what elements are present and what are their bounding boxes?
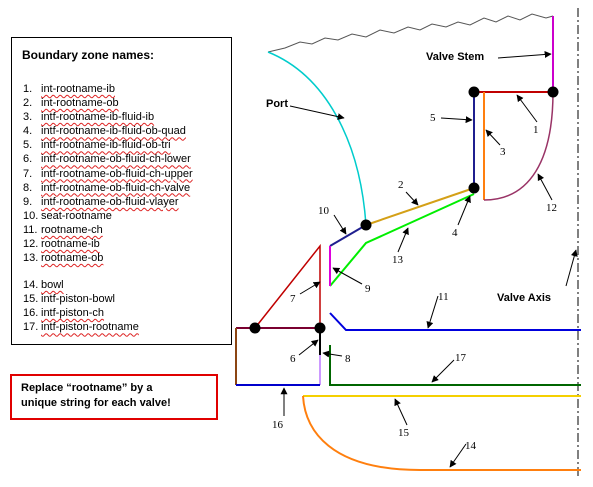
leader-17 [431,359,455,383]
leader-1 [516,94,538,123]
zone-number-13: 13 [392,254,404,266]
zone-number-7: 7 [290,293,296,305]
zone-2-boundary [365,187,475,226]
leader-8 [322,350,343,358]
leader-12 [537,173,553,201]
zone-number-8: 8 [345,353,351,365]
leader-valve-axis [565,249,578,287]
zone-number-17: 17 [455,352,467,364]
valve-stem-label: Valve Stem [426,51,484,63]
zone-14-boundary [302,395,581,471]
leader-13 [397,227,409,253]
zone-number-6: 6 [290,353,296,365]
zone-17-boundary [329,345,581,386]
legend-item: 10.seat-rootname [23,209,112,222]
zone-number-5: 5 [430,112,436,124]
zone-number-16: 16 [272,419,284,431]
legend-item: 11.rootname-ch [23,223,103,236]
legend-list-group1: 1.int-rootname-ib 2.int-rootname-ob 3.in… [23,82,193,265]
junction-node [547,86,559,98]
legend-item: 12.rootname-ib [23,238,100,251]
legend-item: 16.intf-piston-ch [23,307,104,320]
leader-9 [332,267,363,285]
zone-number-10: 10 [318,205,330,217]
junction-node [314,322,326,334]
zone-number-9: 9 [365,283,371,295]
leader-4 [457,195,471,226]
legend-item: 5.intf-rootname-ib-fluid-ob-tri [23,139,171,152]
leader-3 [485,129,501,146]
leader-14 [449,443,467,468]
leader-15 [394,398,408,426]
zone-number-11: 11 [438,291,449,303]
zone-number-1: 1 [533,124,539,136]
leader-5 [440,116,473,124]
legend-item: 2.int-rootname-ob [23,97,119,110]
zone-12-boundary [483,91,554,201]
port-label: Port [266,98,288,110]
legend-item: 17.intf-piston-rootname [23,321,139,334]
legend-item: 8.intf-rootname-ob-fluid-ch-valve [23,181,191,194]
junction-node [360,219,372,231]
legend-item: 15.intf-piston-bowl [23,293,115,306]
leader-port [289,105,345,121]
leader-valve-stem [497,50,552,59]
valve-stem-outline [267,13,554,53]
legend-item: 14.bowl [23,279,64,291]
legend-item: 3.intf-rootname-ib-fluid-ib [23,111,155,124]
legend-item: 1.int-rootname-ib [23,83,115,95]
legend-item: 4.intf-rootname-ib-fluid-ob-quad [23,125,186,138]
legend-item: 7.intf-rootname-ob-fluid-ch-upper [23,167,193,180]
zone-7-boundary [254,243,321,329]
zone-10-boundary [329,224,367,247]
boundary-zone-legend: Boundary zone names: 1.int-rootname-ib 2… [11,37,232,345]
valve-axis-label: Valve Axis [497,292,551,304]
legend-item: 9.intf-rootname-ob-fluid-vlayer [23,195,179,208]
junction-node [249,322,261,334]
zone-number-15: 15 [398,427,410,439]
zone-number-12: 12 [546,202,557,214]
legend-item: 6.intf-rootname-ob-fluid-ch-lower [23,153,191,166]
zone-number-3: 3 [500,146,506,158]
legend-list-group2: 14.bowl 15.intf-piston-bowl 16.intf-pist… [23,278,139,334]
leader-10 [333,214,347,235]
legend-item: 13.rootname-ob [23,252,104,265]
zone-number-4: 4 [452,227,458,239]
junction-node [468,86,480,98]
zone-11-boundary [329,312,581,331]
leader-6 [298,339,319,356]
junction-node [468,182,480,194]
leader-11 [426,295,439,329]
zone-number-2: 2 [398,179,404,191]
leader-2 [405,191,419,206]
zone-13-boundary [329,193,475,287]
legend-title: Boundary zone names: [22,48,155,62]
leader-7 [299,281,321,295]
port-boundary [267,51,367,226]
zone-number-14: 14 [465,440,477,452]
